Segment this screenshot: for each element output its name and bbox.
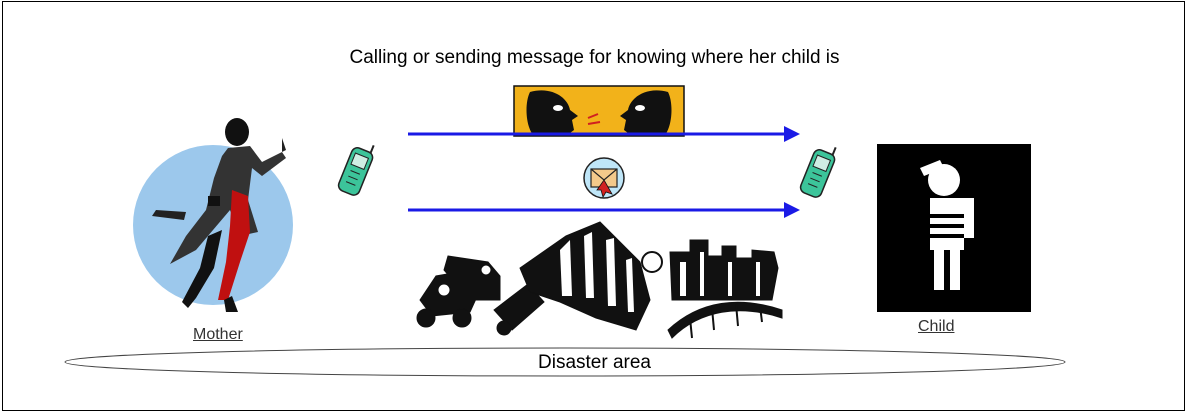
mother-label: Mother bbox=[193, 326, 243, 343]
child-label: Child bbox=[918, 318, 955, 335]
message-arrow bbox=[408, 202, 800, 218]
disaster-area-ellipse bbox=[64, 347, 1066, 377]
child-phone-icon bbox=[799, 146, 837, 198]
call-arrow bbox=[408, 126, 800, 142]
disaster-area-label: Disaster area bbox=[538, 352, 651, 373]
message-icon bbox=[583, 157, 625, 199]
talk-icon bbox=[513, 85, 685, 137]
city-icon bbox=[416, 221, 783, 339]
mother-phone-icon bbox=[337, 144, 375, 196]
mother-icon bbox=[152, 118, 286, 312]
child-icon bbox=[877, 144, 1031, 312]
diagram-title: Calling or sending message for knowing w… bbox=[349, 47, 840, 68]
